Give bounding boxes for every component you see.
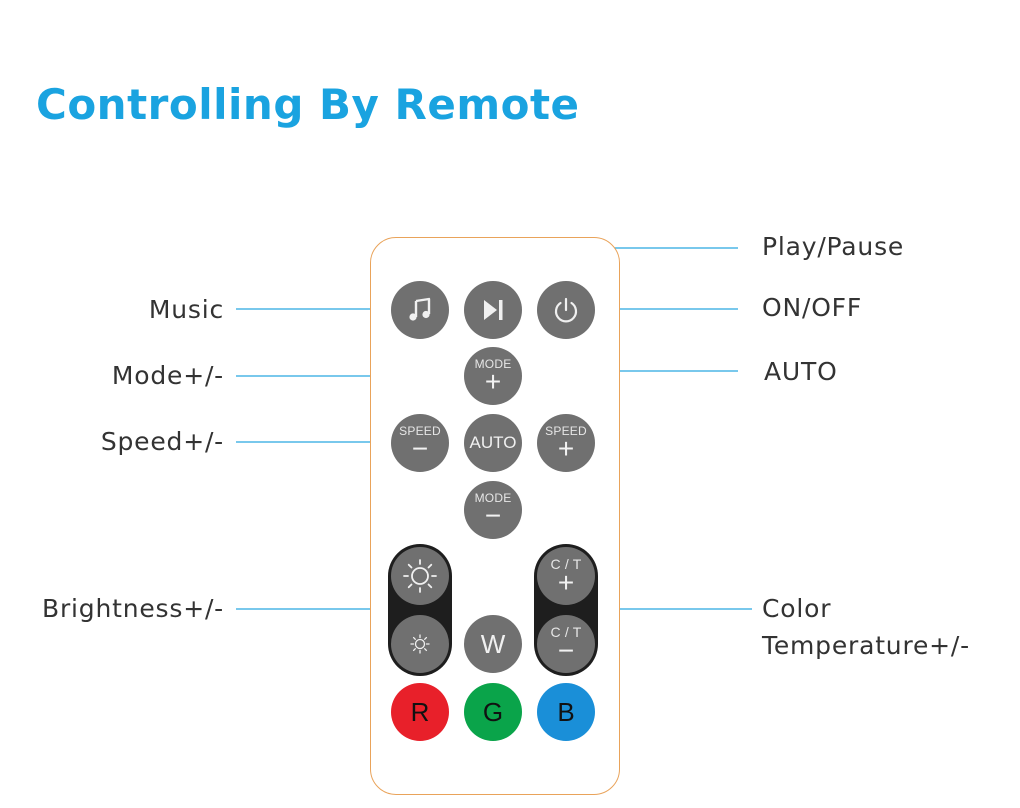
speed-minus-text: SPEED — [399, 424, 441, 438]
label-music: Music — [148, 295, 224, 324]
speed-plus-button[interactable]: SPEED + — [537, 414, 595, 472]
label-color-temp-line2: Temperature+/- — [762, 631, 970, 660]
mode-minus-sign: − — [484, 500, 502, 531]
green-text: G — [482, 696, 504, 727]
mode-minus-button[interactable]: MODE − — [464, 481, 522, 539]
color-temp-plus-sign: + — [557, 567, 575, 598]
label-color-temp-line1: Color — [762, 594, 832, 623]
label-mode: Mode+/- — [111, 361, 224, 390]
blue-text: B — [557, 696, 575, 727]
play-pause-icon — [484, 300, 503, 320]
label-play-pause: Play/Pause — [762, 232, 905, 261]
speed-plus-text: SPEED — [545, 424, 587, 438]
color-temp-plus-text: C / T — [550, 556, 582, 572]
power-button[interactable] — [537, 281, 595, 339]
play-pause-button[interactable] — [464, 281, 522, 339]
brightness-up-button[interactable] — [391, 547, 449, 605]
mode-plus-button[interactable]: MODE + — [464, 347, 522, 405]
white-text: W — [480, 628, 506, 659]
label-auto: AUTO — [764, 357, 838, 386]
speed-minus-button[interactable]: SPEED − — [391, 414, 449, 472]
color-temp-minus-text: C / T — [550, 624, 582, 640]
color-temp-minus-button[interactable]: C / T − — [537, 615, 595, 673]
color-temp-minus-sign: − — [557, 635, 575, 666]
music-note-icon — [409, 297, 431, 321]
label-speed: Speed+/- — [100, 427, 224, 456]
sun-large-icon — [403, 559, 437, 593]
auto-text: AUTO — [469, 433, 517, 452]
speed-plus-sign: + — [557, 433, 575, 464]
mode-minus-text: MODE — [474, 491, 512, 505]
blue-button[interactable]: B — [537, 683, 595, 741]
page-title: Controlling By Remote — [36, 80, 580, 129]
label-brightness: Brightness+/- — [42, 594, 224, 623]
auto-button[interactable]: AUTO — [464, 414, 522, 472]
red-button[interactable]: R — [391, 683, 449, 741]
power-icon — [554, 297, 578, 323]
label-on-off: ON/OFF — [762, 293, 863, 322]
red-text: R — [410, 696, 430, 727]
green-button[interactable]: G — [464, 683, 522, 741]
speed-minus-sign: − — [411, 433, 429, 464]
white-button[interactable]: W — [464, 615, 522, 673]
color-temp-plus-button[interactable]: C / T + — [537, 547, 595, 605]
sun-small-icon — [410, 634, 430, 654]
brightness-down-button[interactable] — [391, 615, 449, 673]
music-button[interactable] — [391, 281, 449, 339]
mode-plus-text: MODE — [474, 357, 512, 371]
mode-plus-sign: + — [484, 366, 502, 397]
